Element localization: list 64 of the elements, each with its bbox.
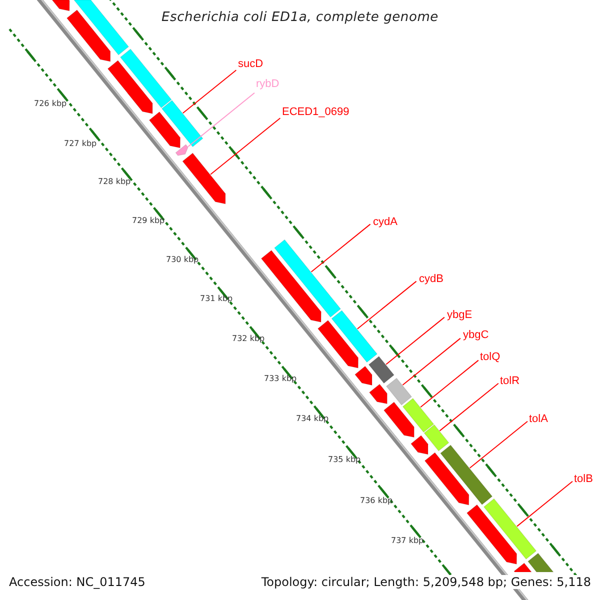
- position-label: 729 kbp: [132, 217, 165, 225]
- gene-block: [368, 384, 388, 404]
- leader-line: [188, 92, 255, 148]
- gene-block: [424, 452, 470, 506]
- gene-block: [410, 435, 428, 455]
- position-label: 736 kbp: [360, 497, 393, 505]
- leader-line: [310, 224, 371, 272]
- leader-line: [356, 280, 417, 330]
- gene-block: [317, 320, 358, 368]
- position-label: 731 kbp: [200, 295, 233, 303]
- gene-bar: [274, 239, 342, 318]
- position-label: 732 kbp: [232, 335, 265, 343]
- gene-bar: [120, 48, 172, 108]
- leader-line: [402, 338, 461, 386]
- gene-bar: [331, 310, 378, 363]
- leader-line: [210, 118, 281, 175]
- gene-bar: [424, 424, 450, 452]
- leader-line: [386, 316, 445, 365]
- leader-line: [516, 480, 573, 527]
- gene-block: [107, 60, 153, 114]
- gene-block: [466, 504, 517, 564]
- gene-block: [148, 111, 180, 148]
- position-label: 737 kbp: [391, 537, 424, 545]
- leader-line: [420, 360, 479, 408]
- gene-block: [66, 10, 111, 62]
- gene-label: ybgC: [463, 330, 489, 341]
- diagram-title: Escherichia coli ED1a, complete genome: [162, 11, 438, 24]
- gene-bar: [402, 398, 434, 433]
- position-label: 730 kbp: [166, 256, 199, 264]
- gene-label: rybD: [256, 79, 280, 90]
- gene-block: [175, 144, 188, 156]
- accession-label: Accession: NC_011745: [7, 575, 148, 589]
- gene-bar: [440, 444, 493, 506]
- gene-block: [182, 152, 226, 204]
- position-label: 727 kbp: [64, 140, 97, 148]
- position-label: 728 kbp: [98, 178, 131, 186]
- gene-label: cydA: [373, 217, 398, 228]
- gene-label: ECED1_0699: [282, 107, 350, 118]
- gene-label: tolA: [529, 414, 548, 425]
- position-label: 726 kbp: [34, 100, 67, 108]
- gene-bar: [161, 100, 204, 148]
- leader-line: [439, 382, 499, 432]
- leader-line: [182, 70, 237, 114]
- gene-block: [52, 0, 70, 12]
- gene-label: tolR: [500, 376, 520, 387]
- gene-bar: [483, 498, 537, 560]
- position-label: 734 kbp: [296, 415, 329, 423]
- gene-label: tolQ: [480, 352, 500, 363]
- gene-bar: [368, 356, 394, 384]
- gene-label: ybgE: [447, 310, 472, 321]
- gene-bar: [73, 0, 130, 56]
- gene-label: sucD: [238, 59, 264, 70]
- gene-block: [514, 562, 532, 572]
- gene-block: [260, 250, 322, 322]
- gene-bar: [386, 378, 412, 406]
- position-label: 733 kbp: [264, 375, 297, 383]
- leader-line: [469, 420, 528, 468]
- gene-label: cydB: [419, 274, 444, 285]
- gene-block: [383, 402, 414, 438]
- genome-summary: Topology: circular; Length: 5,209,548 bp; Genes: 5,118: [259, 575, 593, 589]
- position-label: 735 kbp: [328, 456, 361, 464]
- gene-block: [354, 366, 372, 386]
- gene-bar: [528, 552, 554, 572]
- gene-label: tolB: [574, 474, 593, 485]
